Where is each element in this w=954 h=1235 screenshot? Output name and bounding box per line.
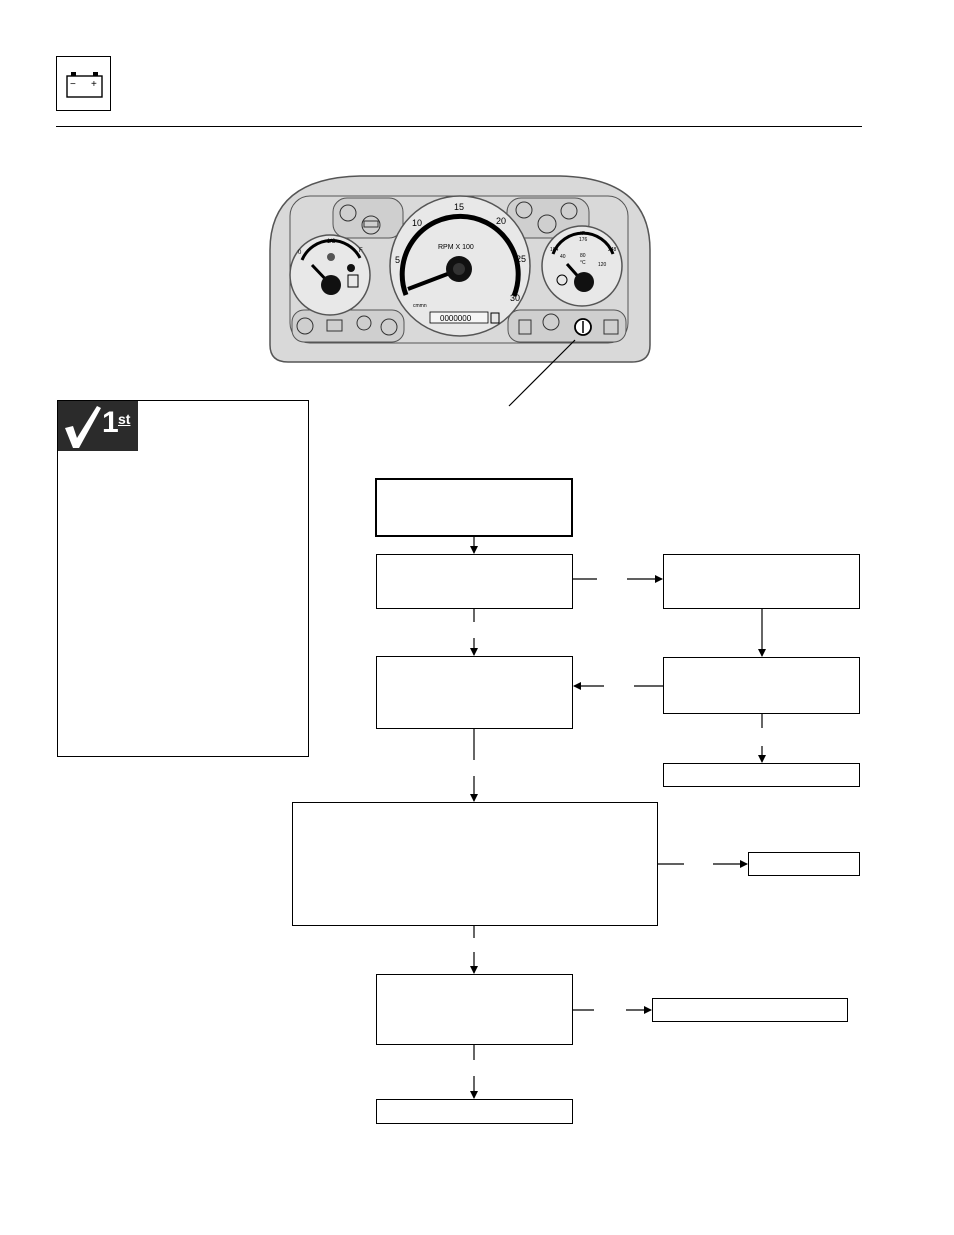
battery-icon: − + [66,72,103,98]
flow-end-box [376,1099,573,1124]
flow-branch-2-box [663,657,860,714]
header-rule [56,126,862,127]
first-check-badge: 1 st [58,401,138,451]
tach-rpm-label: RPM X 100 [438,244,474,251]
badge-number: 1 [102,406,119,439]
tach-tick-25: 25 [516,254,526,264]
odometer-value: 0000000 [440,314,472,323]
temp-c-40: 40 [560,254,566,260]
fuel-tick-full: F [359,248,363,254]
battery-plus-sign: + [91,79,97,90]
battery-minus-sign: − [70,79,76,90]
temp-f-unit: °F [580,231,585,237]
temp-c-80: 80 [580,253,586,259]
flow-step-3-box [292,802,658,926]
flow-start-box [375,478,573,537]
engine-hours-label: cmmn [413,303,427,309]
fuel-tick-half: 1/2 [327,239,336,245]
checklist-panel: 1 st [57,400,309,757]
tach-tick-5: 5 [395,255,400,265]
checkmark-icon [65,406,101,448]
temp-c-unit: °C [580,260,586,266]
temp-c-120: 120 [598,262,607,268]
tachometer: 5 10 15 20 25 30 RPM X 100 cmmn 0000000 [389,195,531,337]
callout-leader-line [508,339,576,407]
indicator-pod-top-left [332,197,404,239]
odometer-display [429,311,489,324]
fuel-gauge: 0 1/2 F [289,234,371,316]
temperature-gauge: °F 104 176 248 40 80 °C 120 [541,225,623,307]
fuel-pump-icon [347,274,359,288]
flow-step-2-box [376,656,573,729]
tach-tick-20: 20 [496,216,506,226]
tach-tick-10: 10 [412,218,422,228]
flow-branch-1-box [663,554,860,609]
temp-f-248: 248 [608,247,617,253]
instrument-cluster: 0 1/2 F 5 10 15 20 25 30 RPM X 100 cmmn … [269,175,651,407]
indicator-pod-bottom-right [507,309,627,343]
flow-branch-4-result-box [652,998,848,1022]
badge-suffix: st [118,411,131,427]
temp-f-104: 104 [550,247,559,253]
battery-warning-box: − + [56,56,111,111]
flow-branch-3-result-box [748,852,860,876]
coolant-icon [556,274,568,286]
temp-f-176: 176 [579,237,588,243]
tach-tick-15: 15 [454,202,464,212]
flow-step-4-box [376,974,573,1045]
tach-tick-30: 30 [510,293,520,303]
flow-step-1-box [376,554,573,609]
flow-branch-2-result-box [663,763,860,787]
fuel-tick-empty: 0 [298,250,302,256]
